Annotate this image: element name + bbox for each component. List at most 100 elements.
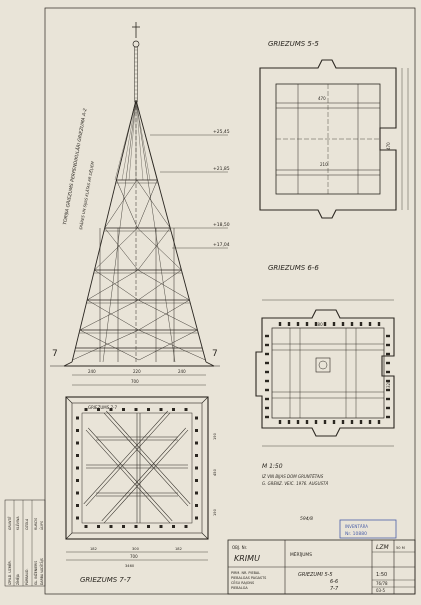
plan-post-top bbox=[97, 408, 100, 411]
joist-top bbox=[341, 322, 345, 326]
plan-post-right bbox=[195, 516, 198, 520]
plan-post-left bbox=[76, 454, 79, 457]
joist-bottom bbox=[278, 420, 282, 424]
tb-sheet-no: 50 M bbox=[396, 546, 405, 550]
plan-post-right bbox=[195, 466, 198, 470]
batten bbox=[121, 99, 137, 181]
plan-post-top bbox=[122, 408, 125, 411]
plan-post-top bbox=[147, 408, 150, 411]
tb-drawing-1: MĒRĪJUMS bbox=[290, 551, 312, 558]
tb-sheet-b: 76/78 bbox=[376, 581, 388, 586]
elevation-3: +18,50 bbox=[213, 222, 230, 228]
joist-left bbox=[265, 379, 269, 383]
plan-inner bbox=[71, 402, 203, 534]
plan-post-right bbox=[195, 441, 198, 445]
section-6-6-center-block bbox=[315, 357, 331, 373]
joist-top bbox=[305, 322, 309, 326]
batten bbox=[114, 99, 137, 181]
brace bbox=[72, 329, 139, 361]
joist-bottom bbox=[287, 420, 291, 424]
dim-plan-c: 182 bbox=[175, 547, 182, 551]
dim-tower-total: 700 bbox=[131, 379, 139, 384]
dim-s55-side: 470 bbox=[386, 142, 391, 150]
joist-right bbox=[386, 370, 390, 374]
joist-right bbox=[386, 352, 390, 356]
brace bbox=[138, 299, 198, 331]
plan-beam bbox=[85, 412, 171, 507]
joist-right bbox=[386, 415, 390, 419]
dim-tower-right: 240 bbox=[178, 369, 186, 374]
tb-sheet-c: 03-5 bbox=[376, 588, 386, 593]
inventory-stamp: INVENTĀRA Nr. 10880 bbox=[339, 519, 397, 539]
joist-bottom bbox=[314, 420, 318, 424]
brace bbox=[136, 179, 171, 229]
section-7-7-title: GRIEZUMS 7-7 bbox=[80, 576, 131, 584]
dim-plan-total: 3460 bbox=[125, 564, 135, 568]
dim-s55-mid: 210 bbox=[320, 162, 328, 167]
joist-bottom bbox=[341, 420, 345, 424]
title-block: OBJ. Nr. KRIMU PIRM. NR. PIEBAL PIEBALGA… bbox=[227, 516, 416, 595]
dim-tower-mid: 220 bbox=[133, 369, 141, 374]
joist-bottom bbox=[359, 420, 363, 424]
plan-post-left bbox=[76, 466, 79, 470]
dim-plan-b: 300 bbox=[132, 547, 140, 551]
plan-post-right bbox=[195, 429, 198, 432]
side-stamp-name-2: KLĒVINA bbox=[15, 516, 20, 530]
plan-beam bbox=[106, 410, 191, 505]
section-5-5: GRIEZUMS 5-5 470 210 470 bbox=[259, 40, 409, 219]
joist-top bbox=[332, 322, 336, 326]
plan-post-right bbox=[195, 479, 198, 482]
tb-object-name: KRIMU bbox=[234, 554, 260, 563]
dim-s55-top: 470 bbox=[318, 96, 326, 101]
section-6-6-joists bbox=[265, 322, 390, 424]
plan-beam bbox=[88, 427, 173, 522]
side-stamp-name-1: GRUNTĒ bbox=[7, 517, 12, 530]
plan-beam bbox=[83, 410, 168, 505]
joist-bottom bbox=[305, 420, 309, 424]
plan-post-left bbox=[76, 479, 79, 482]
plan-post-bottom bbox=[147, 525, 150, 528]
plan-post-top bbox=[109, 408, 113, 411]
dim-s77-bot: 700 bbox=[130, 554, 138, 559]
joist-top bbox=[350, 322, 354, 326]
section-6-6: GRIEZUMS 6-6 480 320 bbox=[255, 264, 395, 447]
joist-bottom bbox=[323, 420, 327, 424]
elevation-1: +25,45 bbox=[213, 129, 230, 135]
side-stamp-row-2: ZĪMĒJA bbox=[15, 573, 20, 585]
joist-top bbox=[287, 322, 291, 326]
plan-beam bbox=[101, 427, 186, 522]
dim-plan-h1: 190 bbox=[213, 432, 217, 440]
section-mark-left: 7 bbox=[52, 349, 58, 359]
brace bbox=[138, 329, 206, 361]
tb-address-3: CĒSU RAJONS bbox=[231, 580, 254, 585]
joist-left bbox=[265, 361, 269, 365]
brace bbox=[94, 227, 138, 271]
plan-post-bottom bbox=[134, 525, 138, 528]
joist-right bbox=[386, 379, 390, 383]
brace bbox=[116, 179, 138, 229]
stamp-line-1: INVENTĀRA bbox=[345, 524, 368, 529]
brace bbox=[94, 269, 139, 301]
joist-left bbox=[265, 415, 269, 419]
plan-beams bbox=[83, 410, 191, 524]
dim-plan-h3: 190 bbox=[213, 508, 217, 516]
joist-bottom bbox=[350, 420, 354, 424]
joist-bottom bbox=[296, 420, 300, 424]
plan-post-left bbox=[76, 491, 79, 495]
plan-post-bottom bbox=[159, 525, 163, 528]
dim-s66-top: 480 bbox=[315, 322, 323, 327]
joist-right bbox=[386, 361, 390, 365]
plan-beam bbox=[103, 412, 189, 507]
side-stamp-name-4: RUNCIS bbox=[34, 518, 38, 530]
brace bbox=[87, 269, 139, 301]
dim-s66-side: 320 bbox=[386, 380, 391, 388]
tb-drawing-4: 7-7 bbox=[330, 586, 339, 592]
joist-left bbox=[265, 388, 269, 392]
side-stamp-name-3: OZOLA bbox=[25, 519, 29, 530]
plan-post-left bbox=[76, 504, 79, 507]
section-5-5-title: GRIEZUMS 5-5 bbox=[268, 40, 319, 48]
brace bbox=[87, 299, 139, 331]
dim-plan-h2: 450 bbox=[213, 468, 217, 476]
side-stamp-row-3: PĀRBAUD. bbox=[24, 569, 29, 586]
